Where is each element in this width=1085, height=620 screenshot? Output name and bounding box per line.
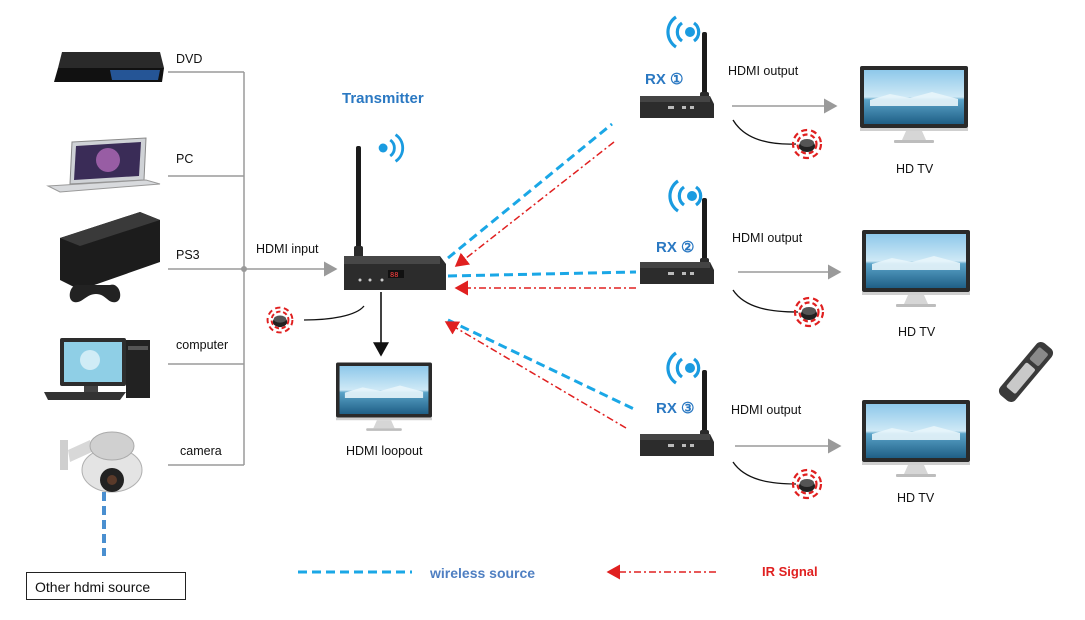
dvd-player-icon	[54, 52, 164, 82]
rx2-wifi-icon	[668, 179, 703, 213]
source-bus	[168, 71, 338, 466]
rx3-output-label: HDMI output	[731, 403, 802, 417]
loopout-monitor-icon	[336, 362, 432, 431]
security-camera-icon	[60, 431, 143, 493]
bus-junction	[241, 266, 247, 272]
legend-wireless-label: wireless source	[430, 565, 536, 581]
ir-links	[444, 141, 636, 429]
legend-ir-label: IR Signal	[762, 564, 818, 579]
rx1-wifi-icon	[666, 15, 701, 49]
hdmi-input-label: HDMI input	[256, 242, 319, 256]
tv2-icon	[862, 230, 970, 307]
tv1-icon	[860, 66, 968, 143]
source-label-camera: camera	[180, 444, 222, 458]
transmitter-ir-emitter-icon	[266, 306, 294, 334]
tv1-label: HD TV	[896, 162, 934, 176]
rx3-wifi-icon	[666, 351, 701, 385]
desktop-computer-icon	[44, 338, 150, 400]
rx1-label: RX ①	[645, 71, 684, 88]
tv2-label: HD TV	[898, 325, 936, 339]
rx1-output-label: HDMI output	[728, 64, 799, 78]
rx-output-arrows	[732, 98, 842, 454]
rx3-ir-receiver-icon	[791, 468, 823, 500]
rx2-label: RX ②	[656, 239, 695, 256]
transmitter-display-readout: 88	[390, 271, 398, 279]
tv3-label: HD TV	[897, 491, 935, 505]
transmitter-title: Transmitter	[342, 90, 424, 107]
rx3-label: RX ③	[656, 400, 695, 417]
transmitter-wifi-icon	[377, 133, 405, 163]
rx2-output-label: HDMI output	[732, 231, 803, 245]
source-label-computer: computer	[176, 338, 229, 352]
source-label-ps3: PS3	[176, 248, 200, 262]
other-source-box: Other hdmi source	[26, 572, 186, 600]
rx2-ir-receiver-icon	[793, 296, 825, 328]
tv3-icon	[862, 400, 970, 477]
source-label-pc: PC	[176, 152, 194, 166]
hdmi-loopout-label: HDMI loopout	[346, 444, 423, 458]
source-label-dvd: DVD	[176, 52, 203, 66]
ir-cables	[303, 119, 799, 485]
laptop-icon	[46, 137, 161, 193]
remote-control-icon	[998, 341, 1054, 403]
rx1-ir-receiver-icon	[791, 128, 823, 160]
wireless-links	[447, 122, 637, 412]
transmitter-device-icon	[344, 146, 446, 290]
ps3-console-icon	[60, 212, 160, 303]
